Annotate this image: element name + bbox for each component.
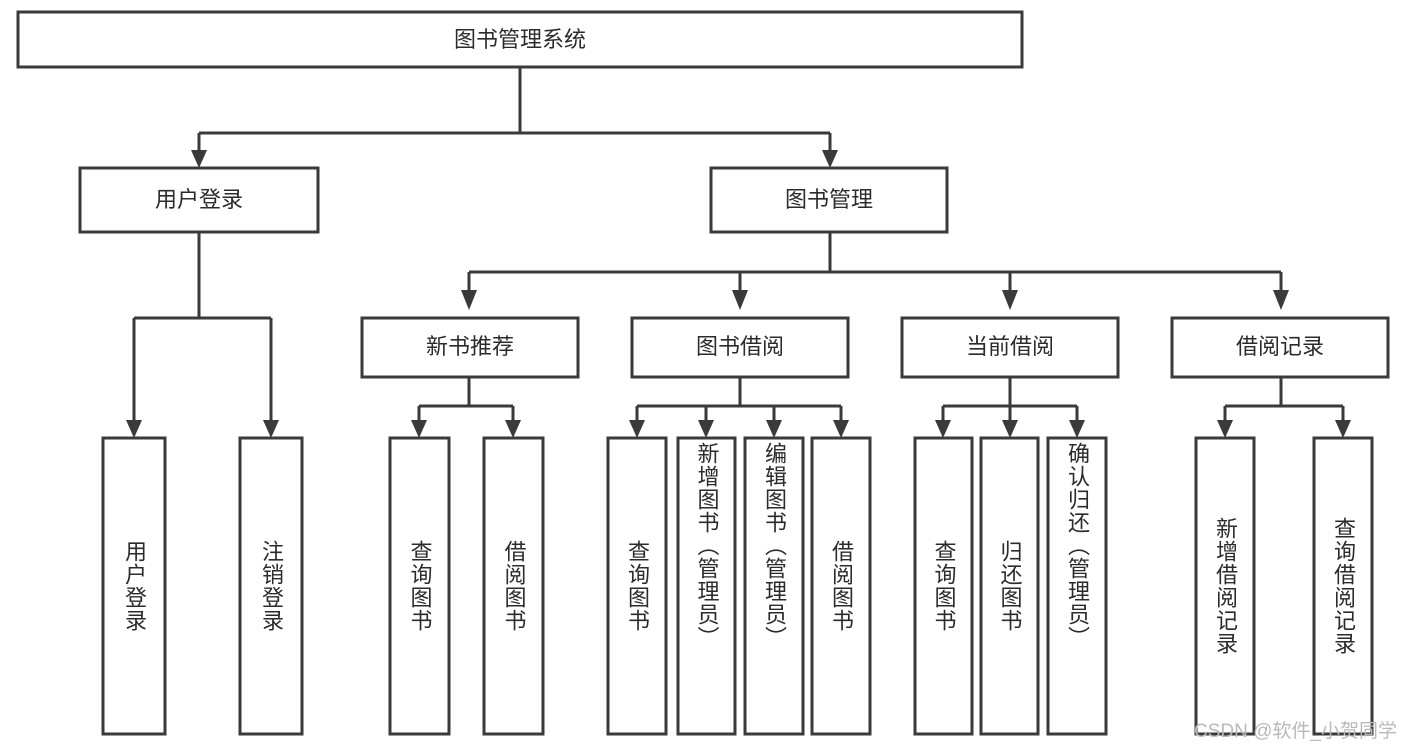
leaf-box-current-borrow-2[interactable]	[1046, 436, 1108, 736]
arrow-head-l3-0	[461, 290, 477, 310]
arrow-head-borrow-record-leaf-1	[1335, 420, 1351, 438]
arrow-head-new-book-leaf-1	[505, 420, 521, 438]
node-book-management-label: 图书管理	[785, 187, 873, 212]
node-book-management-box[interactable]	[709, 166, 949, 234]
arrow-head-current-borrow-leaf-2	[1069, 420, 1085, 438]
arrow-head-current-borrow-leaf-1	[1002, 420, 1018, 438]
leaf-box-user-login-1[interactable]	[238, 436, 304, 736]
node-book-management[interactable]: 图书管理	[709, 166, 949, 234]
arrow-head-book-mgmt	[822, 150, 838, 168]
arrow-head-user-login-leaf-1	[263, 420, 279, 438]
connector-group-user-login	[126, 232, 279, 438]
arrow-head-new-book-leaf-0	[411, 420, 427, 438]
arrow-head-user-login-leaf-0	[126, 420, 142, 438]
node-root-box[interactable]	[16, 10, 1024, 69]
leaf-box-current-borrow-0[interactable]	[913, 436, 974, 736]
node-book-borrow[interactable]: 图书借阅	[630, 316, 850, 379]
node-book-borrow-label: 图书借阅	[696, 334, 784, 359]
connector-group-new-book	[411, 377, 521, 438]
node-root-label: 图书管理系统	[454, 27, 586, 52]
leaf-box-user-login-0[interactable]	[101, 436, 167, 736]
leaf-box-borrow-record-1[interactable]	[1312, 436, 1374, 736]
watermark-text: CSDN @软件_小贺同学	[1194, 721, 1397, 742]
leaf-group-borrow-record	[1194, 436, 1374, 736]
arrow-head-l3-2	[1002, 290, 1018, 310]
arrow-head-current-borrow-leaf-0	[935, 420, 951, 438]
connector-group-borrow-record	[1217, 377, 1351, 438]
node-borrow-record-box[interactable]	[1170, 316, 1390, 379]
connector-group-root	[191, 67, 838, 168]
node-new-book-recommend-label: 新书推荐	[426, 334, 514, 359]
connector-group-current-borrow	[935, 377, 1085, 438]
leaf-box-current-borrow-1[interactable]	[979, 436, 1040, 736]
arrow-head-borrow-record-leaf-0	[1217, 420, 1233, 438]
leaf-box-new-book-0[interactable]	[388, 436, 451, 736]
arrow-head-user-login	[191, 150, 207, 168]
node-user-login[interactable]: 用户登录	[78, 166, 320, 234]
node-book-borrow-box[interactable]	[630, 316, 850, 379]
connector-group-book-borrow	[629, 377, 849, 438]
arrow-head-l3-1	[732, 290, 748, 310]
leaf-group-user-login	[101, 436, 304, 736]
arrow-head-book-borrow-leaf-2	[766, 420, 782, 438]
arrow-head-book-borrow-leaf-1	[698, 420, 714, 438]
leaf-group-new-book-recommend	[388, 436, 545, 736]
leaf-box-borrow-record-0[interactable]	[1194, 436, 1256, 736]
node-user-login-box[interactable]	[78, 166, 320, 234]
leaf-box-book-borrow-3[interactable]	[810, 436, 872, 736]
node-new-book-recommend-box[interactable]	[360, 316, 580, 379]
leaf-box-book-borrow-2[interactable]	[743, 436, 805, 736]
leaf-group-book-borrow	[606, 436, 872, 736]
arrow-head-book-borrow-leaf-0	[629, 420, 645, 438]
node-borrow-record-label: 借阅记录	[1236, 334, 1324, 359]
node-current-borrow[interactable]: 当前借阅	[900, 316, 1120, 379]
node-user-login-label: 用户登录	[155, 187, 243, 212]
node-current-borrow-label: 当前借阅	[966, 334, 1054, 359]
node-new-book-recommend[interactable]: 新书推荐	[360, 316, 580, 379]
leaf-box-new-book-1[interactable]	[482, 436, 545, 736]
node-current-borrow-box[interactable]	[900, 316, 1120, 379]
leaf-group-current-borrow	[913, 436, 1108, 736]
leaf-box-book-borrow-1[interactable]	[676, 436, 737, 736]
arrow-head-book-borrow-leaf-3	[833, 420, 849, 438]
node-borrow-record[interactable]: 借阅记录	[1170, 316, 1390, 379]
connector-group-book-mgmt	[461, 232, 1289, 310]
arrow-head-l3-3	[1273, 290, 1289, 310]
leaf-box-book-borrow-0[interactable]	[606, 436, 668, 736]
node-root[interactable]: 图书管理系统	[16, 10, 1024, 69]
